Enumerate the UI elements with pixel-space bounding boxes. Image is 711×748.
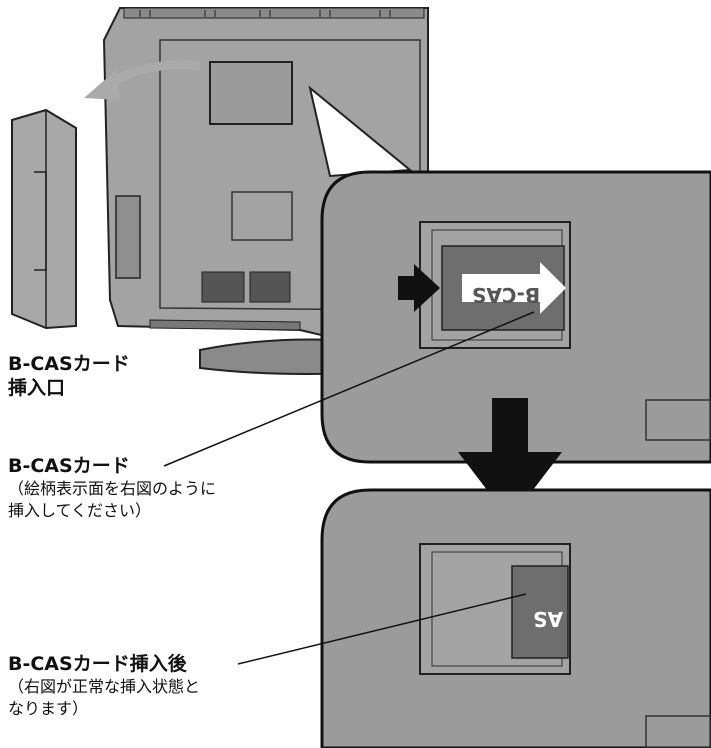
card-mark-full: B-CAS xyxy=(472,283,540,307)
push-arrow xyxy=(398,264,440,312)
down-arrow xyxy=(458,398,562,520)
slot-label-line1: B-CASカード xyxy=(8,353,130,375)
zoom-panel-inserted: AS xyxy=(320,488,711,748)
card-direction-arrow-white xyxy=(462,262,566,314)
zoom-panel-insert: B-CAS xyxy=(320,170,711,464)
after-label-desc1: （右図が正常な挿入状態と xyxy=(8,677,201,696)
card-label-desc1: （絵柄表示面を右図のように xyxy=(8,479,217,498)
card-label-title: B-CASカード xyxy=(8,455,130,477)
slot-label-line2: 挿入口 xyxy=(8,377,66,399)
slot-label: B-CASカード 挿入口 xyxy=(8,352,130,400)
after-label-desc2: なります） xyxy=(8,699,89,718)
card-label: B-CASカード （絵柄表示面を右図のように 挿入してください） xyxy=(8,454,216,522)
slot-cover xyxy=(11,108,77,330)
card-label-desc2: 挿入してください） xyxy=(8,501,152,520)
after-leader-line xyxy=(237,593,527,665)
after-label-title: B-CASカード挿入後 xyxy=(8,653,187,675)
card-leader-line xyxy=(163,311,535,467)
remove-cover-arrow xyxy=(84,60,201,100)
bcas-card-inserted xyxy=(511,565,569,659)
after-label: B-CASカード挿入後 （右図が正常な挿入状態と なります） xyxy=(8,652,200,720)
card-mark-partial: AS xyxy=(533,607,563,631)
